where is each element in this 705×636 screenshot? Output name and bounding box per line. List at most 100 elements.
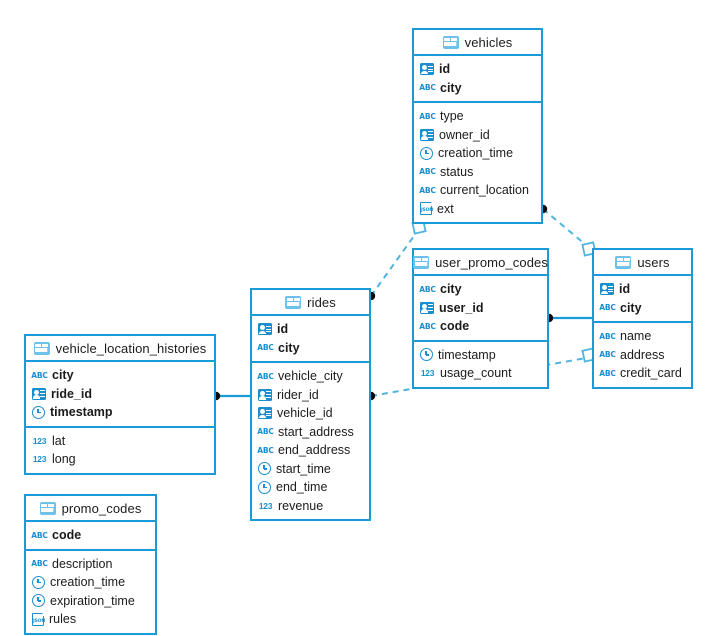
field-timestamp[interactable]: timestamp [414, 346, 547, 365]
field-label: status [440, 164, 474, 179]
abc-text-icon: ABC [599, 350, 616, 359]
primary-key-field-id[interactable]: id [594, 280, 691, 299]
table-grid-icon [615, 255, 632, 269]
field-label: end_time [276, 480, 328, 495]
primary-key-field-city[interactable]: ABC city [26, 366, 214, 385]
field-label: description [52, 556, 113, 571]
table-grid-icon [285, 295, 302, 309]
abc-text-icon: ABC [419, 185, 436, 195]
field-label: creation_time [50, 575, 126, 590]
abc-text-icon: ABC [599, 303, 616, 312]
json-doc-icon: JSON [32, 612, 45, 626]
field-start_time[interactable]: start_time [252, 460, 369, 479]
table-grid-icon [442, 35, 459, 49]
id-badge-icon [420, 63, 434, 76]
id-badge-icon [420, 301, 434, 314]
table-header-vehicle_location_histories[interactable]: vehicle_location_histories [26, 336, 214, 362]
field-rider_id[interactable]: rider_id [252, 386, 369, 405]
abc-text-icon: ABC [257, 371, 274, 381]
table-header-vehicles[interactable]: vehicles [414, 30, 541, 56]
field-credit_card[interactable]: ABC credit_card [594, 364, 691, 383]
primary-key-field-city[interactable]: ABC city [414, 280, 547, 299]
clock-icon [258, 480, 271, 494]
field-label: end_address [278, 443, 351, 458]
field-label: city [440, 282, 462, 297]
table-title: vehicle_location_histories [55, 340, 207, 356]
field-label: long [52, 452, 76, 467]
id-badge-icon [258, 407, 272, 420]
field-expiration_time[interactable]: expiration_time [26, 592, 155, 611]
field-label: city [620, 300, 642, 315]
primary-key-field-id[interactable]: id [414, 60, 541, 79]
field-label: city [52, 368, 74, 383]
field-label: credit_card [620, 366, 682, 381]
primary-key-field-user_id[interactable]: user_id [414, 299, 547, 318]
id-badge-icon [420, 128, 434, 141]
field-label: ext [437, 201, 454, 216]
clock-icon [420, 146, 433, 160]
abc-text-icon: ABC [31, 370, 48, 380]
abc-text-icon: ABC [419, 111, 436, 121]
field-label: vehicle_id [277, 406, 333, 421]
primary-key-field-ride_id[interactable]: ride_id [26, 385, 214, 404]
id-badge-icon [258, 388, 272, 401]
abc-text-icon: ABC [31, 530, 48, 540]
field-label: revenue [278, 498, 324, 513]
abc-text-icon: ABC [419, 284, 436, 294]
table-grid-icon [33, 341, 50, 355]
primary-key-field-city[interactable]: ABC city [594, 299, 691, 318]
abc-text-icon: ABC [257, 427, 274, 436]
field-label: address [620, 347, 665, 362]
field-end_time[interactable]: end_time [252, 478, 369, 497]
table-header-users[interactable]: users [594, 250, 691, 276]
field-address[interactable]: ABC address [594, 346, 691, 365]
field-creation_time[interactable]: creation_time [26, 573, 155, 592]
relationship-user-promo-codes-to-users[interactable] [544, 313, 592, 323]
table-header-user_promo_codes[interactable]: user_promo_codes [413, 250, 548, 276]
field-owner_id[interactable]: owner_id [414, 126, 541, 145]
primary-key-field-id[interactable]: id [252, 320, 369, 339]
abc-text-icon: ABC [599, 368, 616, 378]
field-label: id [439, 62, 451, 77]
field-vehicle_id[interactable]: vehicle_id [252, 404, 369, 423]
relationship-rides-to-vehicle-location-histories[interactable] [211, 391, 250, 401]
clock-icon [32, 594, 45, 608]
primary-key-field-timestamp[interactable]: timestamp [26, 403, 214, 422]
field-creation_time[interactable]: creation_time [414, 144, 541, 163]
field-label: city [440, 80, 462, 95]
clock-icon [420, 348, 433, 362]
table-header-rides[interactable]: rides [252, 290, 369, 316]
table-header-promo_codes[interactable]: promo_codes [26, 496, 155, 522]
table-title: rides [307, 294, 336, 310]
field-label: lat [52, 433, 66, 448]
